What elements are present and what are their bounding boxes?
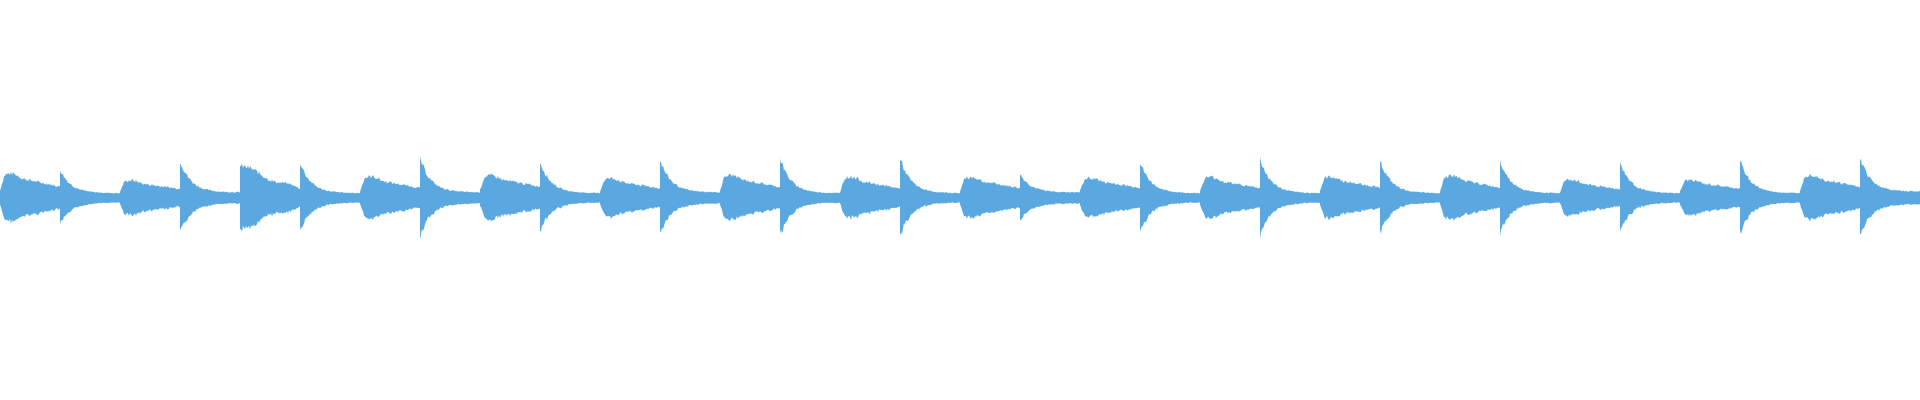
waveform-beat-3 [120,166,180,234]
waveform-beat-8 [420,140,480,262]
waveform-beat-10 [540,145,600,257]
waveform-beat-28 [1620,146,1680,256]
waveform-beat-13 [720,156,780,245]
waveform-beat-32 [1860,140,1920,262]
waveform-beat-20 [1140,146,1200,256]
waveform-beat-27 [1560,164,1620,236]
waveform-beat-31 [1800,155,1860,246]
waveform-beat-26 [1500,142,1560,260]
waveform-beat-25 [1440,156,1500,245]
waveform-beat-19 [1080,162,1140,238]
waveform-beat-14 [780,140,840,262]
waveform-beat-30 [1740,143,1800,259]
waveform-beat-24 [1380,143,1440,259]
waveform-beat-22 [1260,141,1320,261]
waveform-beat-9 [480,157,540,243]
waveform-beat-21 [1200,160,1260,241]
waveform-beat-12 [660,142,720,260]
waveform-beat-6 [300,146,360,256]
waveform-beat-7 [360,158,420,242]
waveform-beat-23 [1320,160,1380,241]
waveform-beat-17 [960,160,1020,241]
waveform-beat-15 [840,158,900,242]
waveform-beat-5 [240,157,300,243]
waveform-beat-16 [900,140,960,262]
waveform-beat-29 [1680,165,1740,234]
waveform-beat-2 [60,156,120,245]
waveform-beat-1 [0,153,60,248]
waveform-beat-18 [1020,163,1080,237]
waveform-beat-11 [600,162,660,238]
waveform-beat-4 [180,143,240,259]
